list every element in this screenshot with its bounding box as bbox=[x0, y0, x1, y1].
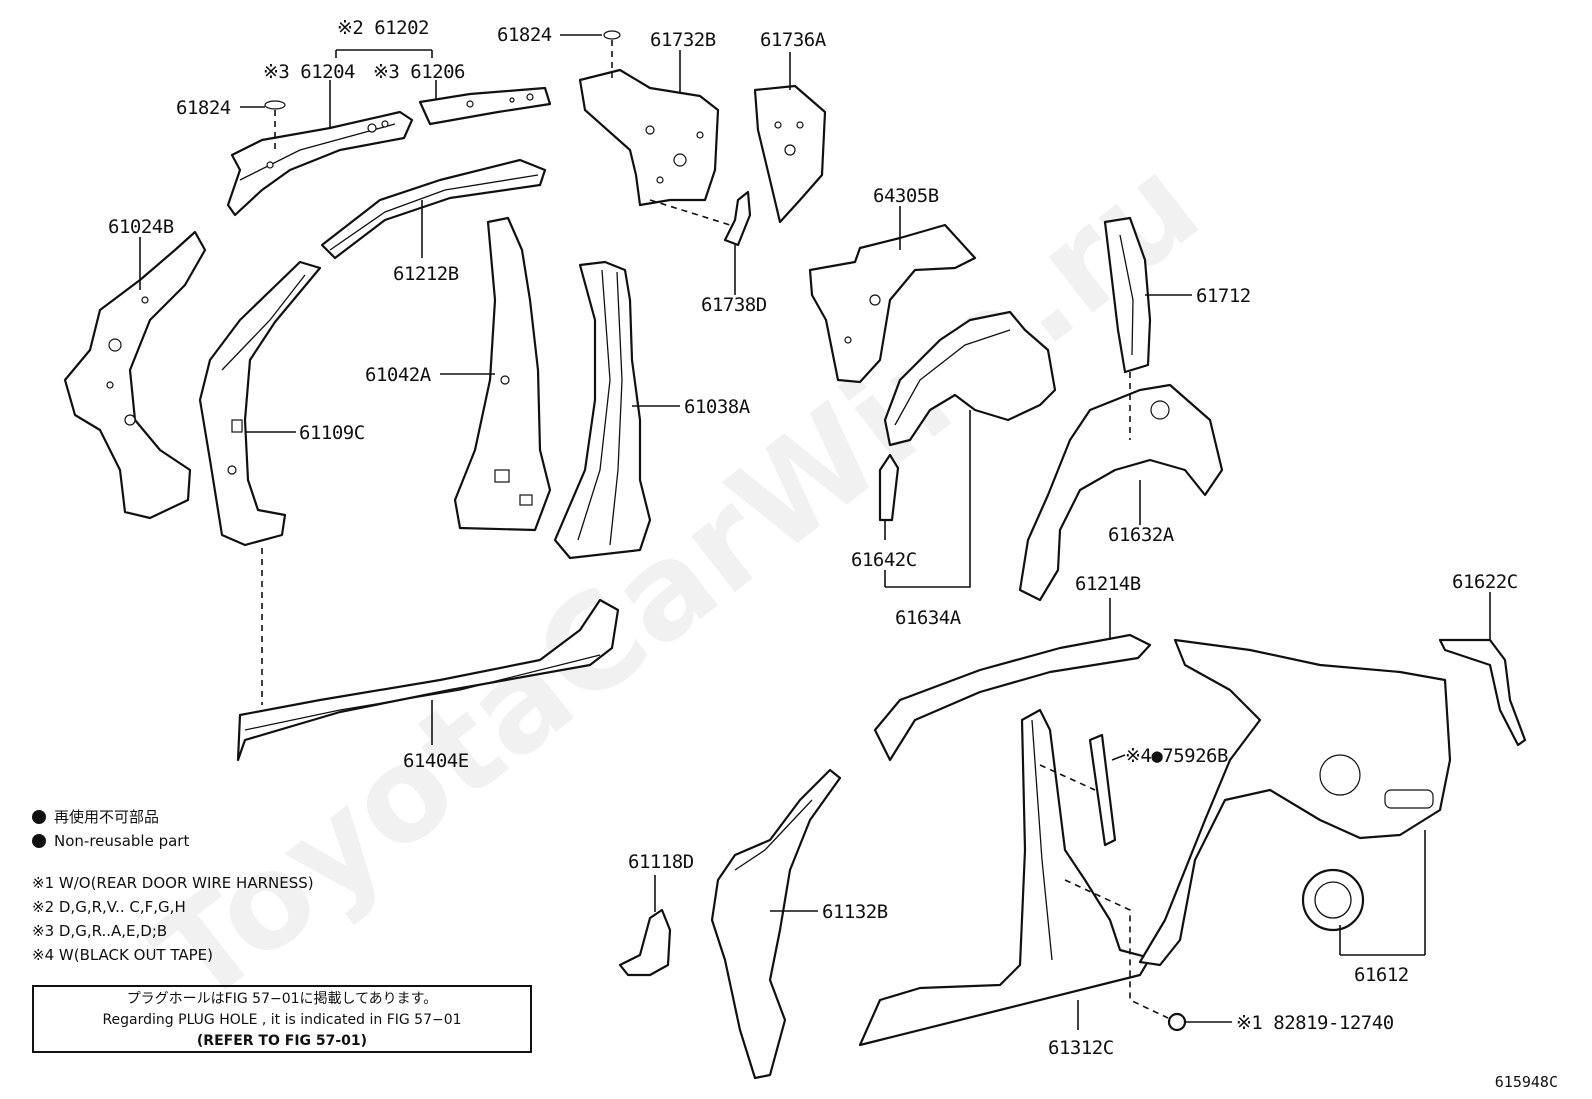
label-61712: 61712 bbox=[1196, 285, 1251, 307]
label-61042A: 61042A bbox=[365, 364, 432, 386]
label-61632A: 61632A bbox=[1108, 524, 1175, 546]
label-61204: ※3 61204 bbox=[263, 61, 355, 83]
legend-en: Non-reusable part bbox=[32, 832, 189, 850]
part-75926B-shape bbox=[1088, 733, 1117, 847]
reference-line-en: Regarding PLUG HOLE , it is indicated in… bbox=[102, 1012, 462, 1028]
bullet-icon bbox=[32, 834, 46, 848]
part-labels: ※2 61202 ※3 61204 ※3 61206 61824 61824 6… bbox=[108, 17, 1518, 1059]
part-61212B-shape bbox=[320, 158, 547, 260]
label-61612: 61612 bbox=[1354, 964, 1409, 986]
note-4: ※4 W(BLACK OUT TAPE) bbox=[32, 946, 213, 964]
part-61404E-shape bbox=[236, 598, 620, 762]
label-61634A: 61634A bbox=[895, 607, 962, 629]
part-61622C-shape bbox=[1438, 638, 1527, 747]
part-61612-panel-shape bbox=[1138, 638, 1452, 967]
part-61642C-shape bbox=[878, 453, 900, 522]
label-61622C: 61622C bbox=[1452, 571, 1518, 593]
label-61202: ※2 61202 bbox=[337, 17, 429, 39]
part-61132B-shape bbox=[710, 768, 842, 1080]
part-61632A-shape bbox=[1018, 383, 1224, 602]
label-64305B: 64305B bbox=[873, 185, 939, 207]
part-61736A-shape bbox=[753, 84, 827, 224]
label-61732B: 61732B bbox=[650, 29, 716, 51]
diagram-id: 615948C bbox=[1494, 1073, 1558, 1091]
part-82819-clip-shape bbox=[1167, 1012, 1187, 1032]
part-61738D-shape bbox=[723, 190, 752, 247]
part-61042A-shape bbox=[453, 216, 552, 532]
label-61824-top: 61824 bbox=[497, 24, 552, 46]
dashed-connectors bbox=[261, 40, 1169, 1019]
part-61024B-shape bbox=[63, 230, 207, 520]
plug-61824-left bbox=[264, 100, 286, 110]
note-1: ※1 W/O(REAR DOOR WIRE HARNESS) bbox=[32, 874, 314, 892]
note-2: ※2 D,G,R,V.. C,F,G,H bbox=[32, 898, 186, 916]
reference-line-jp: プラグホールはFIG 57−01に掲載してあります。 bbox=[126, 991, 438, 1007]
legend-jp-text: 再使用不可部品 bbox=[54, 808, 160, 826]
label-61738D: 61738D bbox=[701, 294, 767, 316]
label-61312C: 61312C bbox=[1048, 1037, 1114, 1059]
label-61024B: 61024B bbox=[108, 216, 174, 238]
reference-line-fig: (REFER TO FIG 57-01) bbox=[196, 1033, 368, 1049]
note-3: ※3 D,G,R..A,E,D;B bbox=[32, 922, 168, 940]
label-61206: ※3 61206 bbox=[373, 61, 465, 83]
part-61038A-shape bbox=[553, 260, 652, 560]
legend-jp: 再使用不可部品 bbox=[32, 806, 159, 827]
reference-box: プラグホールはFIG 57−01に掲載してあります。 Regarding PLU… bbox=[32, 985, 532, 1053]
label-61736A: 61736A bbox=[760, 29, 827, 51]
part-61118D-shape bbox=[618, 908, 672, 977]
part-61712-shape bbox=[1103, 216, 1152, 374]
label-61132B: 61132B bbox=[822, 901, 888, 923]
label-61212B: 61212B bbox=[393, 263, 459, 285]
part-fuel-lid-shape bbox=[1301, 868, 1365, 932]
part-61206-shape bbox=[418, 86, 552, 126]
label-61642C: 61642C bbox=[851, 549, 917, 571]
legend-en-text: Non-reusable part bbox=[54, 832, 190, 850]
part-61634A-shape bbox=[883, 310, 1057, 447]
label-61118D: 61118D bbox=[628, 851, 694, 873]
part-61214B-shape bbox=[873, 633, 1152, 762]
part-61109C-shape bbox=[198, 260, 322, 547]
label-61109C: 61109C bbox=[299, 422, 365, 444]
label-61214B: 61214B bbox=[1075, 573, 1141, 595]
leader-lines bbox=[139, 34, 1491, 1030]
part-61312C-shape bbox=[858, 708, 1152, 1047]
label-61824-left: 61824 bbox=[176, 97, 231, 119]
part-61204-shape bbox=[226, 110, 414, 217]
plug-61824-top bbox=[603, 30, 621, 40]
bullet-icon bbox=[32, 810, 46, 824]
label-61404E: 61404E bbox=[403, 750, 469, 772]
label-61038A: 61038A bbox=[684, 396, 751, 418]
part-64305B-shape bbox=[808, 223, 977, 384]
label-82819-12740: ※1 82819-12740 bbox=[1236, 1012, 1394, 1034]
part-61732B-shape bbox=[578, 68, 720, 207]
label-75926B: ※4●75926B bbox=[1125, 745, 1228, 767]
